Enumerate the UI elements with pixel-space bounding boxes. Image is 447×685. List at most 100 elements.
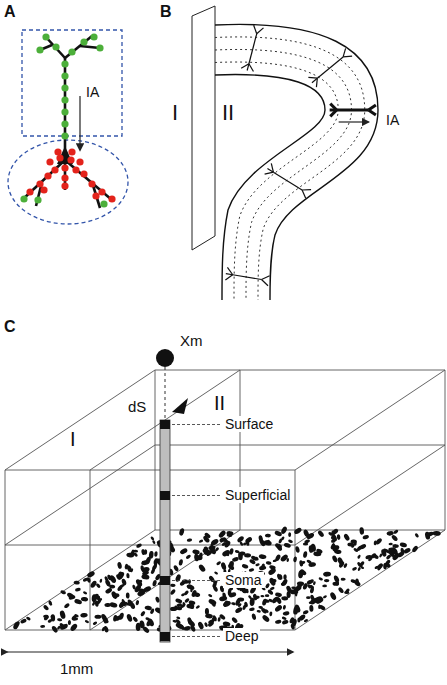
soma-dot [307,584,313,590]
synapse-dot [61,120,68,127]
soma-dot [69,623,78,633]
soma-dot [278,538,283,544]
soma-dot [237,603,242,608]
soma-dot [265,539,270,543]
soma-dot [109,584,116,588]
soma-dot [249,598,255,607]
soma-dot [143,585,152,593]
soma-dot [302,610,309,615]
synapse-dot [80,170,87,177]
soma-dot [304,539,311,544]
soma-dot [140,565,144,571]
soma-dot [220,562,227,571]
neuron [265,172,274,174]
soma-dot [112,593,120,598]
soma-dot [181,593,186,597]
soma-dot [211,600,217,607]
soma-dot [221,549,231,557]
soma-dot [176,606,182,610]
soma-dot [241,563,248,569]
soma-dot [135,600,140,606]
synapse-dot [61,174,68,181]
synapse-dot [42,33,49,40]
soma-dot [288,539,294,544]
soma-dot [59,610,66,619]
soma-dot [197,621,205,630]
synapse-dot [61,96,68,103]
soma-dot [338,560,345,568]
soma-dot [182,579,189,584]
soma-dot [73,580,80,584]
soma-dot [386,531,394,536]
electrode-shaft [160,420,170,642]
neuron [337,109,369,112]
soma-dot [424,531,430,540]
soma-dot [258,605,263,609]
soma-dot [81,597,89,602]
soma-dot [324,579,329,582]
soma-dot [235,550,240,554]
contact-label: Surface [223,416,275,432]
soma-dot [231,602,236,606]
soma-dot [218,529,227,538]
contact-label: Superficial [223,487,292,503]
soma-dot [350,579,356,584]
soma-dot [250,555,258,562]
soma-dot [91,601,95,606]
soma-dot [343,533,351,542]
soma-dot [330,534,335,540]
soma-dot [274,530,283,537]
soma-dot [283,542,291,548]
soma-dot [433,531,441,536]
soma-dot [232,556,240,562]
soma-dot [377,566,382,571]
soma-dot [126,552,134,558]
soma-dot [265,583,271,589]
soma-dot [308,545,313,553]
soma-dot [387,532,392,536]
soma-dot [383,563,387,569]
soma-dot [121,578,127,586]
soma-dot [214,571,219,575]
soma-dot [60,590,67,595]
soma-dot [265,594,269,597]
region-label: I [70,428,76,451]
box-edge [5,370,445,630]
soma-dot [178,559,183,566]
soma-dot [347,542,354,546]
soma-dot [322,584,327,587]
soma-dot [255,563,260,567]
synapse-dot [68,148,75,155]
soma-dot [176,616,181,620]
soma-dot [83,591,88,595]
soma-dot [170,584,176,588]
contact-label: Soma [223,572,264,588]
projection-line [165,367,166,418]
region-label: I [172,100,178,125]
soma-dot [141,574,150,580]
soma-dot [268,577,276,587]
layer-line [215,37,365,300]
soma-dot [246,541,250,546]
soma-dot [278,574,283,580]
synapse-dot [61,84,68,91]
synapse-dot [92,192,99,199]
soma-dot [303,551,308,558]
synapse-dot [34,196,41,203]
panel-letter: C [4,318,16,336]
soma-dot [391,549,396,554]
soma-dot [337,587,344,594]
soma-dot [205,613,213,619]
soma-dot [51,614,56,622]
neuron [225,275,232,280]
synapse-dot [100,200,107,207]
soma-dot [214,547,219,552]
soma-dot [118,612,125,620]
top-face [5,370,445,470]
soma-dot [74,613,79,617]
soma-dot [142,626,150,634]
soma-dot [190,588,193,592]
soma-dot [281,596,288,600]
soma-dot [385,554,391,560]
soma-dot [258,554,266,560]
